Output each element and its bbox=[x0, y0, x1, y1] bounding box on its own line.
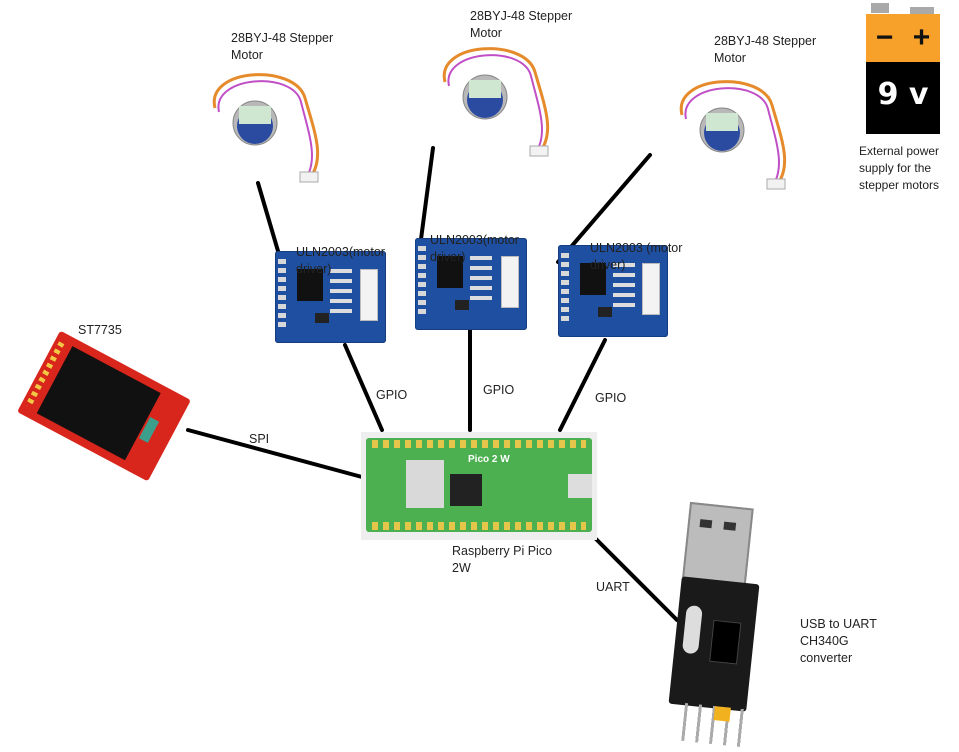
gpio-label-3: GPIO bbox=[595, 391, 627, 405]
spi-label: SPI bbox=[249, 432, 270, 446]
driver-2-label: ULN2003(motor driver) bbox=[430, 233, 519, 264]
driver3-to-pico-line bbox=[558, 338, 607, 432]
pico-to-uart-line bbox=[590, 533, 679, 622]
driver1-to-pico-line bbox=[343, 343, 384, 432]
stepper-motor-3 bbox=[679, 80, 787, 190]
driver-1-label: ULN2003(motor driver) bbox=[296, 245, 385, 276]
battery-terminal-pos bbox=[910, 7, 934, 15]
stepper-motor-2 bbox=[442, 47, 550, 157]
battery-minus-icon: − bbox=[875, 21, 894, 54]
pico-label: Raspberry Pi Pico 2W bbox=[452, 544, 553, 575]
motor-2-label: 28BYJ-48 Stepper Motor bbox=[470, 9, 573, 40]
uln2003-driver-1 bbox=[275, 251, 386, 343]
motor3-to-driver3-line bbox=[556, 153, 652, 264]
battery-terminal-neg bbox=[871, 3, 889, 13]
uart-header-pins bbox=[681, 702, 745, 748]
ch340g-board bbox=[668, 576, 760, 712]
uln2003-driver-3 bbox=[558, 245, 668, 337]
gpio-label-1: GPIO bbox=[376, 388, 408, 402]
battery-voltage: 9 v bbox=[866, 62, 940, 134]
uart-label: UART bbox=[596, 580, 630, 594]
motor-3-label: 28BYJ-48 Stepper Motor bbox=[714, 34, 817, 65]
motor-1-label: 28BYJ-48 Stepper Motor bbox=[231, 31, 334, 62]
pico-silkscreen: Pico 2 W bbox=[468, 454, 510, 465]
driver-3-label: ULN2003 (motor driver) bbox=[590, 241, 683, 272]
battery-label: External power supply for the stepper mo… bbox=[859, 144, 940, 192]
display-label: ST7735 bbox=[78, 323, 122, 337]
usb-uart-label: USB to UART CH340G converter bbox=[800, 617, 877, 665]
display-to-pico-line bbox=[186, 428, 364, 479]
battery-top: − + bbox=[866, 14, 940, 62]
battery-plus-icon: + bbox=[912, 21, 931, 54]
gpio-label-2: GPIO bbox=[483, 383, 515, 397]
stepper-motor-1 bbox=[212, 73, 320, 183]
uln2003-driver-2 bbox=[415, 238, 527, 330]
pico-2w-board: Pico 2 W bbox=[361, 432, 597, 540]
